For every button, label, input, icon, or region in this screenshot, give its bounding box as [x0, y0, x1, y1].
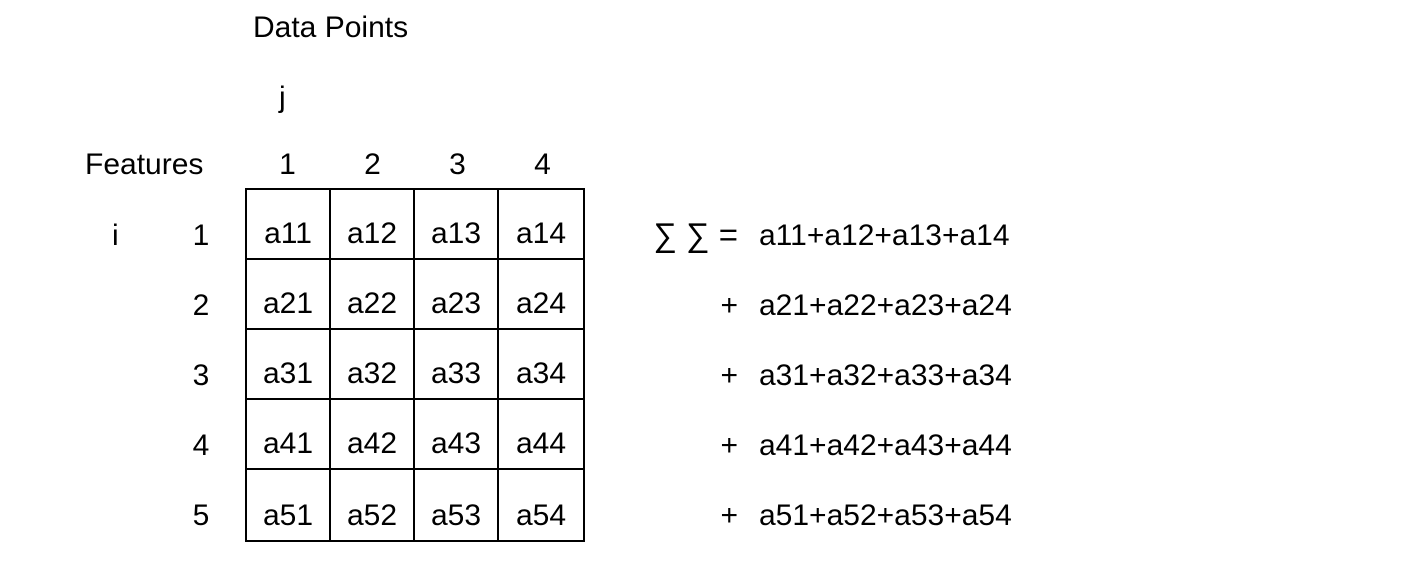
matrix-cell: a22: [331, 260, 415, 330]
row-headers: 1 2 3 4 5: [181, 190, 221, 540]
double-sum-operator: ∑ ∑ =: [653, 216, 738, 253]
page-title: Data Points: [253, 11, 409, 44]
matrix-cell: a23: [415, 260, 499, 330]
column-header: 2: [364, 148, 381, 181]
row-header: 5: [192, 499, 210, 532]
data-points-matrix: a11 a12 a13 a14 a21 a22 a23 a24 a31 a32 …: [245, 188, 585, 542]
matrix-cell: a11: [247, 190, 331, 260]
summation-line: + a41+a42+a43+a44: [650, 400, 1070, 470]
plus-operator: +: [720, 359, 738, 392]
matrix-cell: a44: [499, 400, 583, 470]
summation-terms: a11+a12+a13+a14: [759, 219, 1010, 252]
matrix-cell: a43: [415, 400, 499, 470]
summation-terms: a41+a42+a43+a44: [759, 429, 1012, 462]
matrix-cell: a13: [415, 190, 499, 260]
row-header: 4: [192, 429, 210, 462]
plus-operator: +: [720, 289, 738, 322]
column-header: 4: [534, 148, 551, 181]
summation-line: + a51+a52+a53+a54: [650, 470, 1070, 540]
matrix-cell: a32: [331, 330, 415, 400]
summation-line: + a21+a22+a23+a24: [650, 260, 1070, 330]
column-header: 1: [279, 148, 296, 181]
matrix-cell: a34: [499, 330, 583, 400]
matrix-cell: a42: [331, 400, 415, 470]
matrix-cell: a51: [247, 470, 331, 540]
summation-line: ∑ ∑ = a11+a12+a13+a14: [650, 190, 1070, 260]
matrix-cell: a31: [247, 330, 331, 400]
matrix-cell: a54: [515, 499, 567, 532]
summation-line: + a31+a32+a33+a34: [650, 330, 1070, 400]
column-header: 3: [449, 148, 466, 181]
matrix-cell: a14: [499, 190, 583, 260]
row-header: 1: [192, 219, 210, 252]
matrix-cell: a33: [415, 330, 499, 400]
column-headers: 1 2 3 4: [245, 148, 585, 182]
summation-terms: a31+a32+a33+a34: [759, 359, 1012, 392]
matrix-cell: a12: [331, 190, 415, 260]
matrix-cell: a21: [247, 260, 331, 330]
plus-operator: +: [720, 429, 738, 462]
matrix-cell: a52: [331, 470, 415, 540]
plus-operator: +: [720, 499, 738, 532]
row-header: 2: [192, 289, 210, 322]
matrix-cell: a24: [499, 260, 583, 330]
features-label: Features: [85, 148, 204, 181]
summation-terms: a21+a22+a23+a24: [759, 289, 1012, 322]
row-header: 3: [192, 359, 210, 392]
row-index-label: i: [112, 219, 119, 252]
summation-block: ∑ ∑ = a11+a12+a13+a14 + a21+a22+a23+a24 …: [650, 190, 1070, 540]
column-index-label: j: [279, 81, 286, 114]
matrix-cell: a53: [415, 470, 499, 540]
matrix-cell: a41: [247, 400, 331, 470]
summation-terms: a51+a52+a53+a54: [759, 499, 1012, 532]
